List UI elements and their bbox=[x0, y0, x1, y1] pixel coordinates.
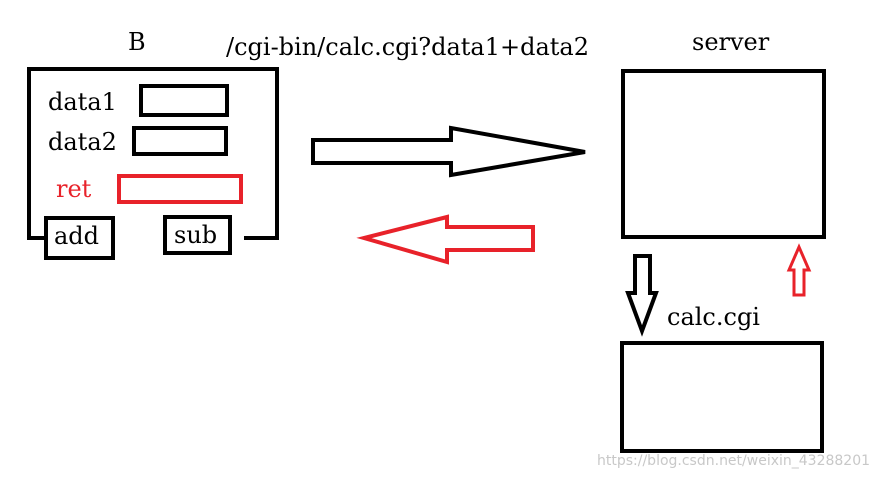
client-title: B bbox=[128, 28, 146, 56]
ret-label: ret bbox=[56, 175, 92, 203]
data1-input[interactable] bbox=[139, 84, 229, 117]
request-url: /cgi-bin/calc.cgi?data1+data2 bbox=[226, 33, 589, 61]
up-arrow bbox=[786, 243, 812, 297]
cgi-label: calc.cgi bbox=[667, 303, 760, 331]
down-arrow bbox=[625, 254, 659, 337]
cgi-box bbox=[620, 341, 824, 453]
data2-input[interactable] bbox=[132, 126, 228, 156]
sub-button[interactable]: sub bbox=[163, 215, 232, 255]
sub-button-label: sub bbox=[174, 221, 217, 249]
server-label: server bbox=[692, 28, 770, 56]
add-button-label: add bbox=[54, 222, 99, 250]
ret-output bbox=[117, 174, 243, 204]
watermark: https://blog.csdn.net/weixin_43288201 bbox=[597, 453, 870, 469]
client-form-frame bbox=[27, 67, 279, 240]
server-box bbox=[621, 69, 826, 239]
data1-label: data1 bbox=[48, 88, 117, 116]
request-arrow bbox=[311, 125, 586, 178]
response-arrow bbox=[356, 214, 535, 265]
data2-label: data2 bbox=[48, 128, 117, 156]
add-button[interactable]: add bbox=[44, 216, 115, 260]
